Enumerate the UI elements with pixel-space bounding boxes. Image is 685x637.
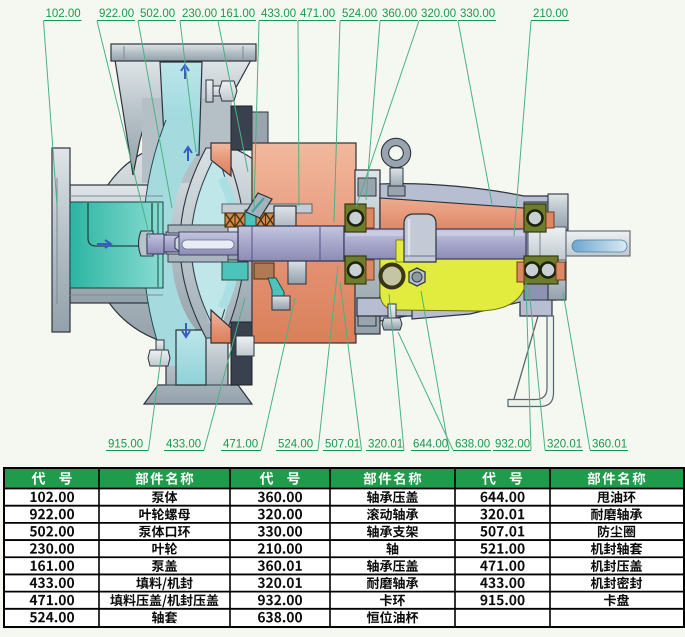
svg-text:320.01: 320.01: [368, 439, 403, 451]
svg-text:507.01: 507.01: [325, 439, 360, 451]
svg-text:102.00: 102.00: [46, 8, 81, 20]
svg-text:230.00: 230.00: [182, 8, 217, 20]
svg-text:330.00: 330.00: [460, 8, 495, 20]
svg-text:932.00: 932.00: [495, 439, 530, 451]
svg-text:320.00: 320.00: [421, 8, 456, 20]
svg-text:524.00: 524.00: [278, 439, 313, 451]
svg-text:922.00: 922.00: [99, 8, 134, 20]
svg-text:915.00: 915.00: [108, 439, 143, 451]
svg-text:210.00: 210.00: [533, 8, 568, 20]
svg-text:638.00: 638.00: [455, 439, 490, 451]
svg-text:644.00: 644.00: [413, 439, 448, 451]
svg-text:502.00: 502.00: [140, 8, 175, 20]
svg-text:471.00: 471.00: [300, 8, 335, 20]
svg-text:360.00: 360.00: [382, 8, 417, 20]
svg-text:433.00: 433.00: [261, 8, 296, 20]
svg-text:320.01: 320.01: [547, 439, 582, 451]
svg-text:161.00: 161.00: [220, 8, 255, 20]
svg-text:524.00: 524.00: [342, 8, 377, 20]
svg-text:360.01: 360.01: [592, 439, 627, 451]
svg-text:433.00: 433.00: [166, 439, 201, 451]
svg-text:471.00: 471.00: [223, 439, 258, 451]
